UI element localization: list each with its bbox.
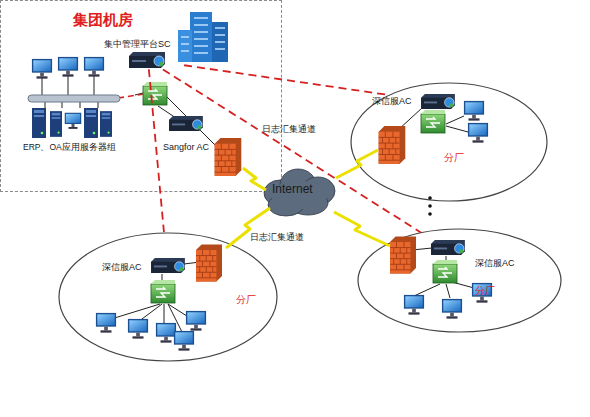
- node-label: Internet: [272, 183, 313, 197]
- node-label: 分厂: [475, 285, 495, 297]
- firewall: [215, 138, 242, 176]
- ac-device: [151, 258, 185, 273]
- cloud-body: [264, 169, 335, 216]
- cloud-core: [271, 181, 327, 209]
- node-label: 分厂: [444, 152, 464, 164]
- ac-device: [169, 116, 203, 131]
- switch: [433, 260, 457, 283]
- log-channel-connector: [184, 65, 388, 95]
- switch: [421, 110, 445, 133]
- node-label: 集团机房: [73, 11, 133, 28]
- hq-pcs: [32, 57, 104, 79]
- device-label: 深信服AC: [372, 96, 412, 106]
- hq-wiring: [42, 76, 216, 146]
- network-bus: [28, 95, 120, 102]
- device-node: Sangfor AC: [161, 115, 217, 155]
- switch: [151, 280, 175, 303]
- branch-wiring: [108, 108, 474, 332]
- node-label: ERP、OA应用服务器组: [23, 143, 116, 153]
- ellipsis-dots: [428, 196, 432, 216]
- log-channel-connector: [163, 69, 421, 232]
- lightning-link: [226, 150, 390, 248]
- core-switch: [143, 82, 167, 105]
- sc-device: [129, 52, 165, 68]
- edge-label: 日志汇集通道: [262, 124, 316, 134]
- ellipse-outline-path: [351, 83, 547, 201]
- server-group-node: ERP、OA应用服务器组: [23, 57, 131, 157]
- ellipse-outline: [357, 228, 562, 333]
- device-node: 集中管理平台SC: [104, 39, 184, 69]
- branch-pcs: [464, 101, 488, 143]
- ellipse-outline-path: [59, 233, 277, 361]
- branch-ellipse: 深信服AC 分厂: [58, 232, 278, 362]
- node-label: 分厂: [236, 294, 256, 306]
- ac-device: [421, 94, 455, 109]
- node-label: Sangfor AC: [163, 142, 209, 152]
- log-channel-connector: [149, 69, 164, 232]
- ac-device: [431, 240, 465, 255]
- firewall: [379, 126, 406, 164]
- hq-log-links: [118, 94, 144, 98]
- branch-pcs: [96, 311, 206, 351]
- branch-ellipse: 深信服AC 分厂: [357, 228, 562, 333]
- building-icon: [178, 12, 228, 62]
- device-label: 深信服AC: [475, 258, 515, 268]
- edge-label: 日志汇集通道: [250, 232, 304, 242]
- server-group: [32, 108, 112, 138]
- node-label: 集中管理平台SC: [104, 39, 171, 49]
- internet-cloud: Internet: [258, 163, 340, 219]
- ellipse-outline-path: [358, 229, 561, 332]
- firewall: [390, 236, 416, 273]
- firewall: [196, 244, 222, 281]
- datacenter-region: 集团机房集中管理平台SC ERP、OA应用服务器组 Sangfor AC: [0, 0, 282, 192]
- device-label: 深信服AC: [102, 262, 142, 272]
- branch-ellipse: 深信服AC 分厂: [350, 82, 548, 202]
